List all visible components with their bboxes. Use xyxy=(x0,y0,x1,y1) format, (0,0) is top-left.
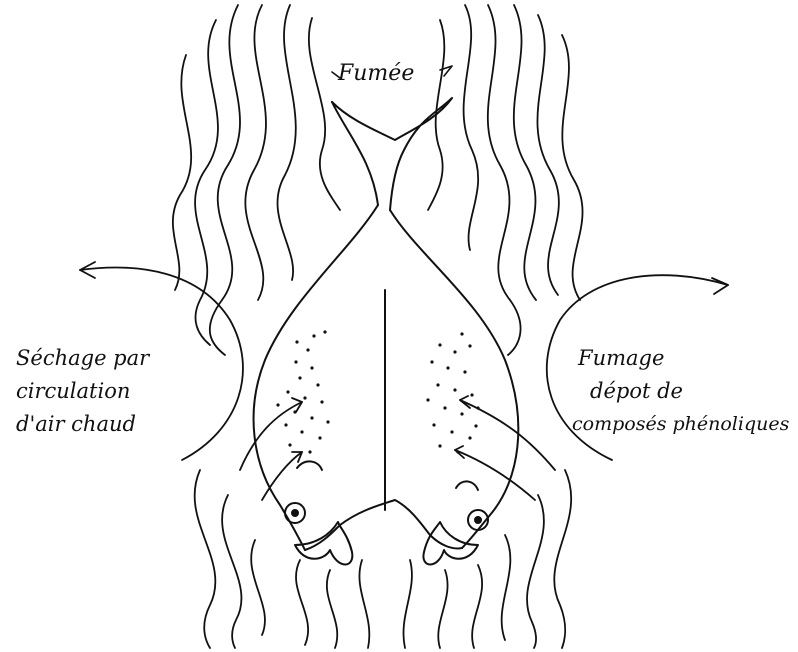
smoking-label-line-2: dépot de xyxy=(578,378,789,411)
smoke-line-left-3 xyxy=(278,5,296,280)
smoke-line-left-5 xyxy=(173,55,191,290)
smoke-line-bottom-8 xyxy=(438,570,447,648)
smoke-line-right-4 xyxy=(562,35,583,300)
fish-mouth-left xyxy=(295,522,352,565)
smoke-line-left-2 xyxy=(245,5,266,300)
smoke-line-bottom-1 xyxy=(195,470,216,648)
smoke-line-right-1 xyxy=(488,5,521,355)
smoke-line-bottom-11 xyxy=(527,495,544,648)
smoke-line-bottom-4 xyxy=(296,560,308,645)
phenolic-deposits xyxy=(276,330,479,453)
smoke-line-bottom-2 xyxy=(222,495,241,648)
drying-label-line-3: d'air chaud xyxy=(16,411,149,444)
smoke-line-right-5 xyxy=(464,5,479,250)
smoke-line-bottom-7 xyxy=(403,560,411,648)
fish-gill-right xyxy=(456,481,478,490)
smoke-line-bottom-5 xyxy=(327,570,337,648)
drying-label: Séchage par circulation d'air chaud xyxy=(16,345,149,444)
smoke-line-right-2 xyxy=(514,5,536,300)
smoke-line-bottom-3 xyxy=(251,540,265,635)
drying-label-line-2: circulation xyxy=(16,378,149,411)
smoking-label-line-1: Fumage xyxy=(578,345,789,378)
fish-mouth-right xyxy=(423,522,478,565)
smoking-label-line-3: composés phénoliques xyxy=(572,411,789,444)
smoke-line-left-4 xyxy=(195,20,218,345)
fish-outline xyxy=(254,98,519,565)
drying-label-line-1: Séchage par xyxy=(16,345,149,378)
fish-body-left xyxy=(254,205,378,550)
smoke-line-bottom-10 xyxy=(502,535,511,640)
smoke-line-left-1 xyxy=(210,5,240,355)
smoke-line-bottom-12 xyxy=(554,470,571,648)
smoke-line-bottom-9 xyxy=(472,565,482,648)
smoke-line-left-6 xyxy=(309,18,340,210)
smoke-line-bottom-6 xyxy=(359,560,369,648)
smoking-label: Fumage dépot de composés phénoliques xyxy=(578,345,789,444)
fish-gill-left xyxy=(297,461,322,470)
smoke-label: Fumée xyxy=(338,60,414,87)
smoke-line-right-3 xyxy=(537,15,558,295)
fish-tail xyxy=(332,98,452,210)
